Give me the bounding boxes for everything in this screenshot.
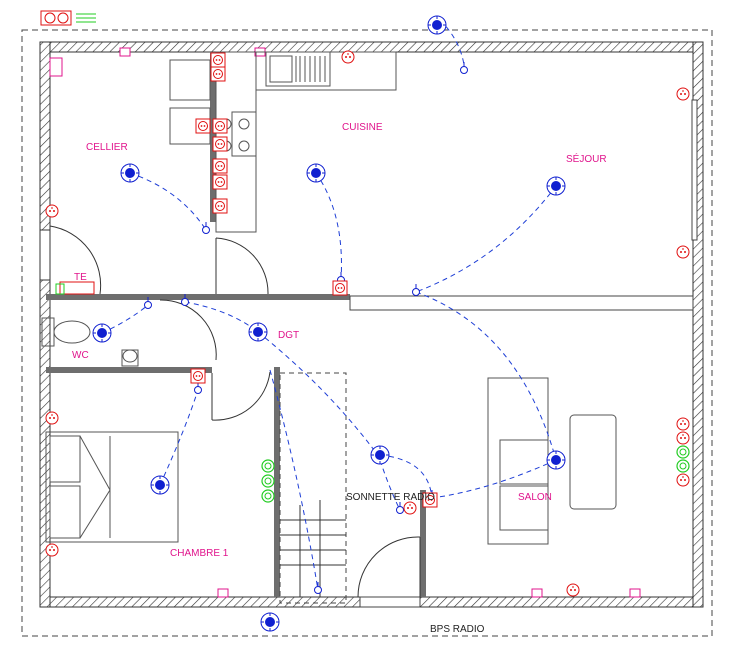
label-sonnette: SONNETTE RADIO	[346, 492, 435, 503]
furniture	[41, 317, 617, 545]
kitchen-sockets	[190, 52, 438, 508]
outer-boundary	[21, 29, 713, 637]
label-te: TE	[74, 272, 87, 283]
room-label-cellier: CELLIER	[86, 142, 128, 153]
room-label-sejour: SÉJOUR	[566, 152, 607, 165]
room-label-dgt: DGT	[278, 330, 299, 341]
room-label-cuisine: CUISINE	[342, 122, 383, 133]
kitchen-counters	[169, 51, 397, 233]
interior-walls	[46, 52, 694, 604]
room-label-salon: SALON	[518, 492, 552, 503]
label-bps: BPS RADIO	[430, 624, 485, 635]
labels: CELLIER CUISINE SÉJOUR WC DGT SALON CHAM…	[72, 122, 607, 635]
green-sockets	[261, 445, 690, 503]
room-label-wc: WC	[72, 350, 89, 361]
room-label-chambre: CHAMBRE 1	[170, 548, 229, 559]
legend-icons	[40, 10, 96, 26]
switches	[144, 61, 468, 594]
te-panel	[55, 281, 95, 295]
stairs	[280, 500, 346, 597]
wall-box-cellier	[49, 57, 63, 77]
ceiling-lights	[92, 15, 566, 632]
doors	[49, 225, 421, 598]
